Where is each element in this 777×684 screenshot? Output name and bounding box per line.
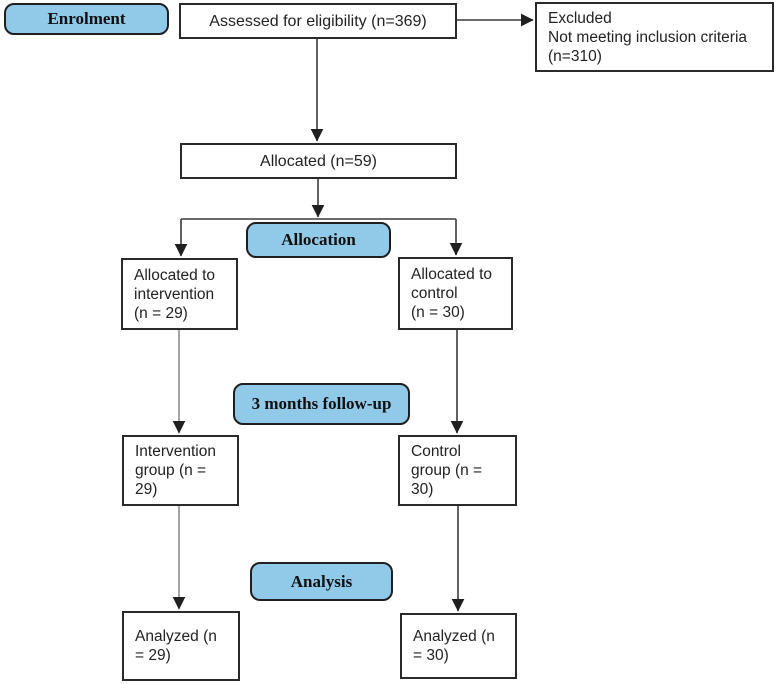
box-text-line: Control	[411, 443, 461, 460]
box-allocated-to-intervention: Allocated to intervention (n = 29)	[121, 258, 238, 330]
box-text-line: group (n =	[135, 462, 207, 479]
stage-label-enrolment: Enrolment	[4, 3, 169, 35]
box-text-line: Analyzed (n	[413, 628, 495, 645]
box-text-line: (n = 30)	[411, 304, 465, 321]
box-text-line: Not meeting inclusion criteria	[548, 28, 748, 46]
box-text-line: Analyzed (n	[135, 628, 217, 645]
box-text-line: 29)	[135, 481, 158, 498]
stage-label-text: 3 months follow-up	[251, 394, 392, 413]
box-allocated-to-control: Allocated to control (n = 30)	[398, 257, 513, 330]
box-text-line: Intervention	[135, 443, 216, 460]
box-excluded: Excluded Not meeting inclusion criteria …	[535, 2, 774, 72]
box-assessed-for-eligibility: Assessed for eligibility (n=369)	[179, 3, 457, 39]
box-text: Assessed for eligibility (n=369)	[209, 12, 427, 30]
box-text-line: = 29)	[135, 647, 171, 664]
box-text-line: (n = 29)	[134, 304, 188, 322]
stage-label-text: Analysis	[290, 571, 353, 591]
box-text: Allocated (n=59)	[260, 152, 377, 170]
stage-label-analysis: Analysis	[250, 562, 393, 601]
box-text-line: intervention	[134, 285, 215, 303]
box-control-group: Control group (n = 30)	[398, 435, 517, 506]
box-text-line: control	[411, 285, 458, 302]
box-text-line: Allocated to	[411, 266, 492, 283]
stage-label-text: Enrolment	[47, 9, 126, 28]
box-allocated: Allocated (n=59)	[180, 143, 457, 179]
stage-label-allocation: Allocation	[246, 222, 391, 258]
stage-label-followup: 3 months follow-up	[233, 383, 410, 425]
box-analyzed-intervention: Analyzed (n = 29)	[122, 611, 240, 681]
box-text-line: Excluded	[548, 9, 612, 27]
box-analyzed-control: Analyzed (n = 30)	[400, 613, 517, 679]
box-text-line: group (n =	[411, 462, 483, 479]
box-text-line: (n=310)	[548, 47, 602, 65]
box-text-line: Allocated to	[134, 266, 215, 284]
box-intervention-group: Intervention group (n = 29)	[122, 435, 239, 506]
stage-label-text: Allocation	[281, 230, 356, 249]
box-text-line: 30)	[411, 481, 434, 498]
box-text-line: = 30)	[413, 647, 449, 664]
